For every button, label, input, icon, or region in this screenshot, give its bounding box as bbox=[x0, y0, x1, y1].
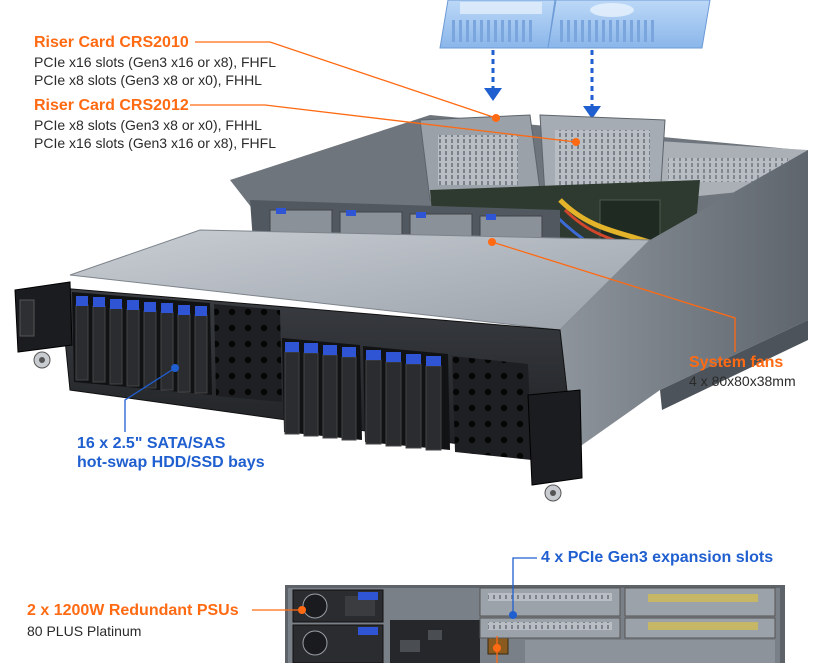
psu-title: 2 x 1200W Redundant PSUs bbox=[27, 602, 239, 619]
drive-bays-middle bbox=[282, 338, 362, 441]
rack-ear-right bbox=[527, 389, 583, 502]
expansion-title: 4 x PCIe Gen3 expansion slots bbox=[541, 549, 774, 566]
leader-riser-2012 bbox=[190, 104, 580, 146]
drive-bays-left bbox=[72, 292, 212, 395]
server-rear-view bbox=[285, 585, 785, 663]
fans-title: System fans bbox=[689, 354, 784, 371]
insert-arrow-left bbox=[484, 50, 502, 101]
drive-bays-right bbox=[363, 346, 450, 451]
front-vent-right bbox=[452, 356, 532, 460]
fans-detail: 4 x 80x80x38mm bbox=[689, 373, 796, 389]
insert-arrow-right bbox=[583, 50, 601, 119]
leader-system-fans bbox=[488, 238, 736, 352]
rack-ear-left bbox=[14, 281, 73, 369]
riser-2012-line-1: PCIe x8 slots (Gen3 x8 or x0), FHHL bbox=[34, 117, 262, 133]
riser-2010-line-2: PCIe x8 slots (Gen3 x8 or x0), FHHL bbox=[34, 72, 262, 88]
gpu-card-left bbox=[439, 0, 556, 49]
leader-expansion-slots bbox=[509, 557, 537, 619]
leader-riser-2010 bbox=[195, 41, 500, 122]
leader-rear-io bbox=[493, 636, 501, 663]
riser-2012-title: Riser Card CRS2012 bbox=[34, 97, 189, 114]
leader-psu bbox=[252, 606, 306, 614]
bays-line-1: 16 x 2.5" SATA/SAS bbox=[77, 435, 226, 452]
gpu-card-right bbox=[547, 0, 711, 49]
front-vent-left bbox=[214, 304, 282, 402]
riser-2012-line-2: PCIe x16 slots (Gen3 x16 or x8), FHFL bbox=[34, 135, 276, 151]
psu-detail: 80 PLUS Platinum bbox=[27, 623, 142, 639]
riser-2010-line-1: PCIe x16 slots (Gen3 x16 or x8), FHFL bbox=[34, 54, 276, 70]
bays-line-2: hot-swap HDD/SSD bays bbox=[77, 454, 265, 471]
riser-2010-title: Riser Card CRS2010 bbox=[34, 34, 189, 51]
leader-drive-bays bbox=[124, 364, 179, 432]
